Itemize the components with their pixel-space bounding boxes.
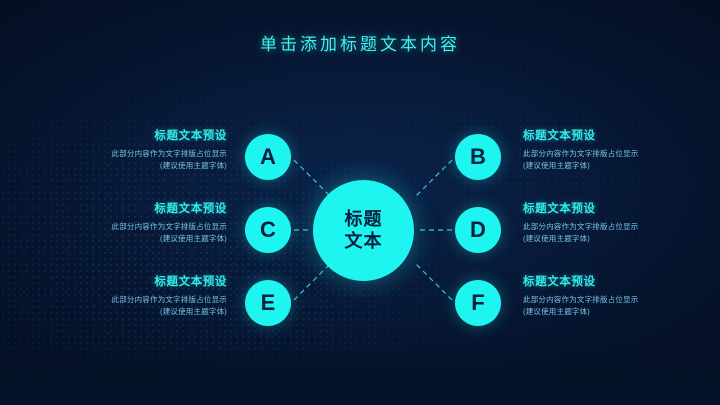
text-block-f-heading: 标题文本预设 <box>523 276 596 288</box>
text-block-c: 标题文本预设 此部分内容作为文字排版占位显示 (建议使用主题字体) <box>72 200 227 244</box>
text-block-b-heading: 标题文本预设 <box>523 130 596 142</box>
text-block-e-desc-1: 此部分内容作为文字排版占位显示 <box>111 295 227 304</box>
center-hub[interactable]: 标题 文本 <box>313 180 414 281</box>
node-circle-d[interactable]: D <box>455 207 501 253</box>
text-block-a-heading: 标题文本预设 <box>154 130 227 142</box>
text-block-e-desc-2: (建议使用主题字体) <box>160 306 227 316</box>
text-block-a: 标题文本预设 此部分内容作为文字排版占位显示 (建议使用主题字体) <box>72 127 227 171</box>
text-block-e: 标题文本预设 此部分内容作为文字排版占位显示 (建议使用主题字体) <box>72 273 227 317</box>
node-circle-a[interactable]: A <box>245 134 291 180</box>
text-block-f-desc-2: (建议使用主题字体) <box>523 306 590 316</box>
text-block-c-desc-2: (建议使用主题字体) <box>160 233 227 243</box>
text-block-c-heading: 标题文本预设 <box>154 203 227 215</box>
text-block-b-desc-1: 此部分内容作为文字排版占位显示 <box>523 149 639 158</box>
text-block-d-desc-1: 此部分内容作为文字排版占位显示 <box>523 222 639 231</box>
page-title: 单击添加标题文本内容 <box>260 35 460 54</box>
text-block-a-desc-1: 此部分内容作为文字排版占位显示 <box>111 149 227 158</box>
node-circle-f[interactable]: F <box>455 280 501 326</box>
text-block-f-desc-1: 此部分内容作为文字排版占位显示 <box>523 295 639 304</box>
node-circle-e[interactable]: E <box>245 280 291 326</box>
text-block-f: 标题文本预设 此部分内容作为文字排版占位显示 (建议使用主题字体) <box>523 273 678 317</box>
text-block-b-desc-2: (建议使用主题字体) <box>523 160 590 170</box>
text-block-b: 标题文本预设 此部分内容作为文字排版占位显示 (建议使用主题字体) <box>523 127 678 171</box>
node-circle-b[interactable]: B <box>455 134 501 180</box>
text-block-a-desc-2: (建议使用主题字体) <box>160 160 227 170</box>
node-circle-c[interactable]: C <box>245 207 291 253</box>
text-block-e-heading: 标题文本预设 <box>154 276 227 288</box>
center-hub-line-2: 文本 <box>344 230 383 251</box>
text-block-d-desc-2: (建议使用主题字体) <box>523 233 590 243</box>
text-block-c-desc-1: 此部分内容作为文字排版占位显示 <box>111 222 227 231</box>
text-block-d: 标题文本预设 此部分内容作为文字排版占位显示 (建议使用主题字体) <box>523 200 678 244</box>
text-block-d-heading: 标题文本预设 <box>523 203 596 215</box>
center-hub-line-1: 标题 <box>344 209 383 230</box>
